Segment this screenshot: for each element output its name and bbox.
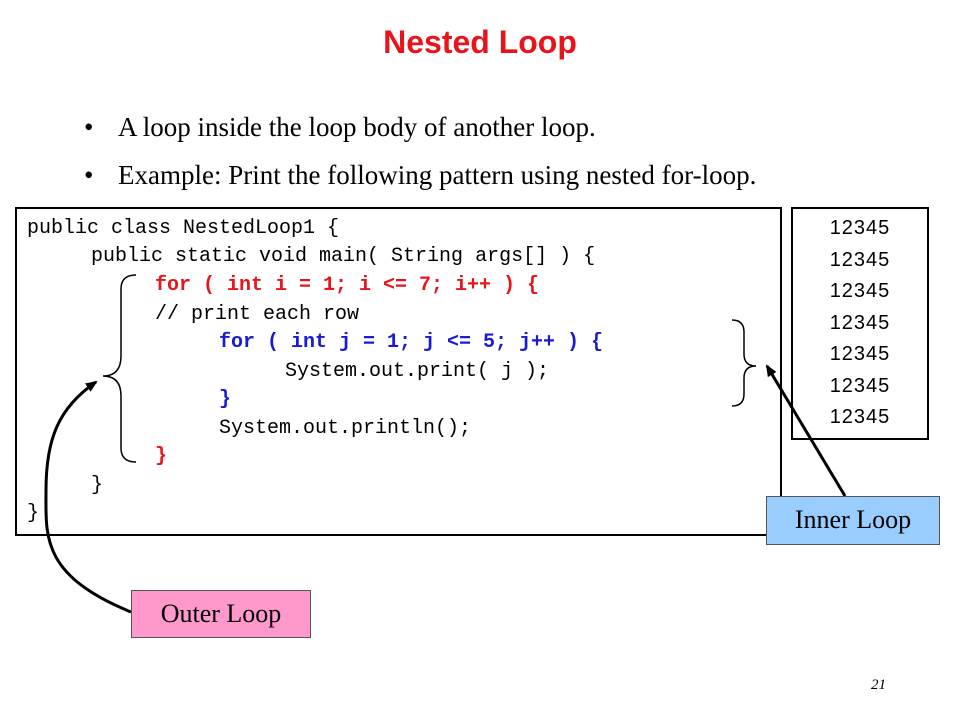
code-line-6: System.out.print( j );	[285, 360, 550, 383]
inner-loop-label: Inner Loop	[766, 496, 940, 545]
output-line: 12345	[829, 249, 891, 271]
outer-loop-label: Outer Loop	[131, 590, 311, 638]
output-line: 12345	[829, 312, 891, 334]
code-line-7: }	[219, 388, 232, 411]
bullet-text-2: Example: Print the following pattern usi…	[118, 160, 757, 190]
output-line: 12345	[829, 280, 891, 302]
bullet-item-1: • A loop inside the loop body of another …	[84, 112, 596, 143]
outer-loop-arrow	[44, 380, 132, 614]
code-line-2: public static void main( String args[] )…	[91, 245, 596, 268]
slide-title: Nested Loop	[383, 24, 577, 60]
output-line: 12345	[829, 217, 891, 239]
code-line-5: for ( int j = 1; j <= 5; j++ ) {	[219, 331, 604, 354]
code-line-10: }	[91, 474, 104, 497]
code-block: public class NestedLoop1 { public static…	[15, 207, 782, 536]
output-line: 12345	[829, 343, 891, 365]
inner-loop-arrow	[765, 364, 847, 497]
output-line: 12345	[829, 375, 891, 397]
bullet-dot-icon: •	[84, 160, 94, 190]
code-line-8: System.out.println();	[219, 417, 472, 440]
code-line-9: }	[155, 445, 168, 468]
code-line-11: }	[27, 502, 40, 525]
page-number: 21	[871, 677, 886, 693]
output-line: 12345	[829, 406, 891, 428]
bullet-text-1: A loop inside the loop body of another l…	[118, 112, 596, 142]
output-box: 12345 12345 12345 12345 12345 12345 1234…	[791, 207, 929, 440]
bullet-item-2: • Example: Print the following pattern us…	[84, 160, 756, 191]
outer-loop-bracket	[102, 274, 137, 463]
bullet-dot-icon: •	[84, 112, 94, 142]
code-line-1: public class NestedLoop1 {	[27, 217, 340, 240]
code-line-3: for ( int i = 1; i <= 7; i++ ) {	[155, 274, 540, 297]
inner-loop-bracket	[731, 319, 757, 407]
code-line-4: // print each row	[155, 303, 360, 326]
